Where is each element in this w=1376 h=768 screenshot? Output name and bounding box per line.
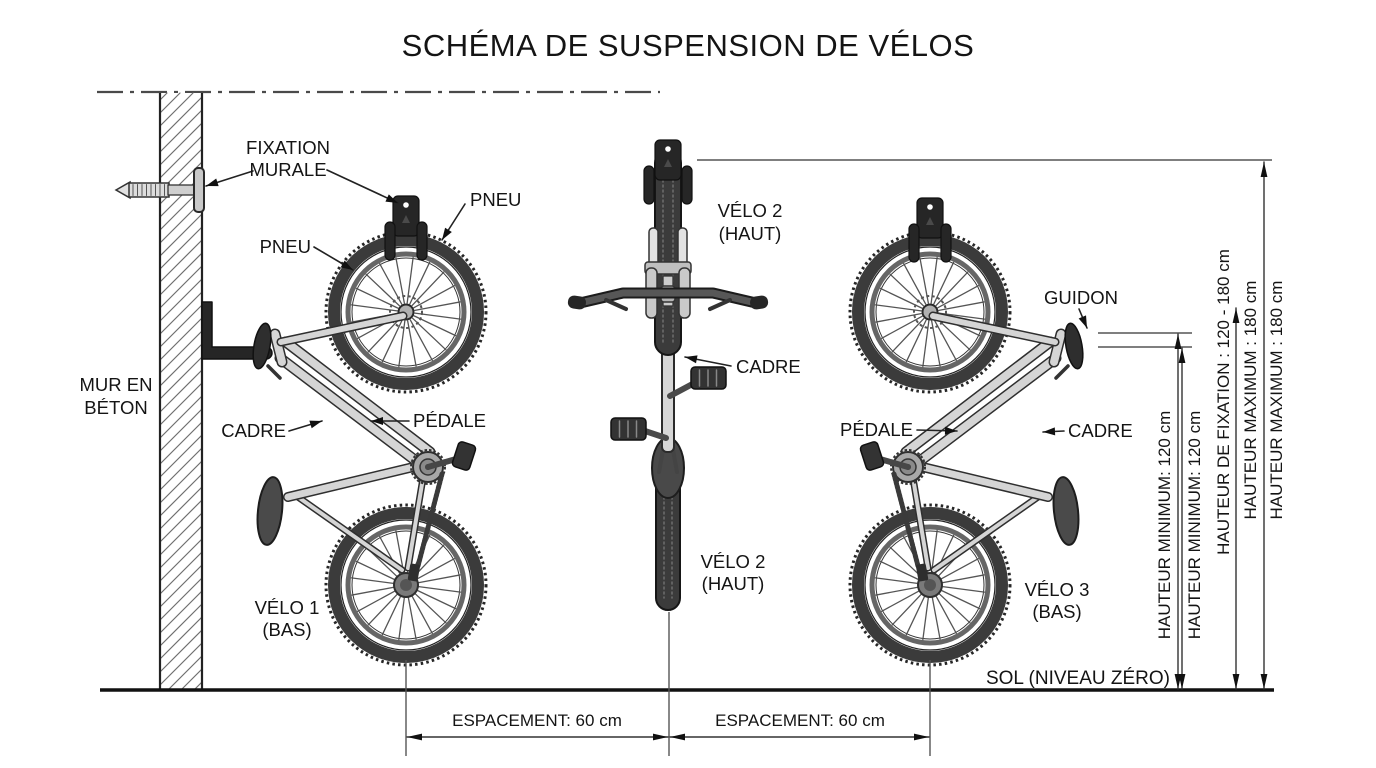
label-velo1-line2: (BAS) bbox=[262, 619, 311, 640]
velo-1-illustration bbox=[252, 230, 488, 667]
dim-label-hauteur-minimum-2: HAUTEUR MINIMUM: 120 cm bbox=[1185, 411, 1204, 640]
leader-pedale-velo1 bbox=[370, 417, 410, 425]
dimension-extension-lines bbox=[405, 159, 1272, 756]
label-fixation-murale-line1: FIXATION bbox=[246, 137, 330, 158]
label-velo3-line1: VÉLO 3 bbox=[1025, 579, 1090, 600]
label-velo2-bottom-line1: VÉLO 2 bbox=[701, 551, 766, 572]
label-velo3-line2: (BAS) bbox=[1032, 601, 1081, 622]
label-sol: SOL (NIVEAU ZÉRO) bbox=[986, 668, 1170, 689]
label-velo2-top-line2: (HAUT) bbox=[719, 223, 782, 244]
label-velo2-top-line1: VÉLO 2 bbox=[718, 200, 783, 221]
label-mur-line1: MUR EN bbox=[80, 374, 153, 395]
wall-hooks bbox=[384, 139, 952, 263]
label-pedale-velo1: PÉDALE bbox=[413, 410, 486, 431]
velo-3-illustration bbox=[848, 230, 1084, 667]
leader-cadre-velo2 bbox=[684, 355, 732, 367]
label-mur-line2: BÉTON bbox=[84, 397, 147, 418]
label-cadre-velo2: CADRE bbox=[736, 356, 801, 377]
dim-espacement-2-line bbox=[669, 733, 930, 741]
leader-cadre-velo3 bbox=[1042, 427, 1065, 436]
leader-cadre-velo1 bbox=[288, 420, 323, 432]
dim-label-espacement-2: ESPACEMENT: 60 cm bbox=[715, 711, 885, 730]
dim-label-hauteur-minimum-1: HAUTEUR MINIMUM: 120 cm bbox=[1155, 411, 1174, 640]
wall-anchor-screw bbox=[114, 167, 205, 213]
dim-label-hauteur-maximum-2: HAUTEUR MAXIMUM : 180 cm bbox=[1267, 281, 1286, 520]
leader-fixation-to-anchor bbox=[205, 170, 254, 187]
label-guidon: GUIDON bbox=[1044, 287, 1118, 308]
dim-hauteur-minimum-line bbox=[1174, 333, 1182, 690]
dim-hauteur-maximum-line bbox=[1260, 161, 1268, 690]
page-title: SCHÉMA DE SUSPENSION DE VÉLOS bbox=[402, 28, 975, 63]
label-cadre-velo1: CADRE bbox=[221, 420, 286, 441]
label-cadre-velo3: CADRE bbox=[1068, 420, 1133, 441]
leader-guidon bbox=[1078, 308, 1088, 329]
dim-label-hauteur-maximum-1: HAUTEUR MAXIMUM : 180 cm bbox=[1241, 281, 1260, 520]
label-pedale-velo3: PÉDALE bbox=[840, 419, 913, 440]
dim-hauteur-minimum-line-2 bbox=[1178, 347, 1186, 690]
velo-2-illustration bbox=[567, 149, 769, 611]
label-velo1-line1: VÉLO 1 bbox=[255, 597, 320, 618]
leader-pneu-right bbox=[441, 203, 466, 241]
label-velo2-bottom-line2: (HAUT) bbox=[702, 573, 765, 594]
dim-label-hauteur-fixation: HAUTEUR DE FIXATION : 120 - 180 cm bbox=[1214, 249, 1233, 555]
label-pneu-right: PNEU bbox=[470, 189, 521, 210]
dim-espacement-1-line bbox=[406, 733, 669, 741]
leader-pneu-left bbox=[313, 246, 354, 271]
leader-fixation-to-hook bbox=[326, 169, 399, 204]
label-pneu-left: PNEU bbox=[260, 236, 311, 257]
dim-hauteur-fixation-line bbox=[1232, 307, 1240, 690]
leader-pedale-velo3 bbox=[916, 426, 958, 435]
label-fixation-murale-line2: MURALE bbox=[249, 159, 326, 180]
dim-label-espacement-1: ESPACEMENT: 60 cm bbox=[452, 711, 622, 730]
